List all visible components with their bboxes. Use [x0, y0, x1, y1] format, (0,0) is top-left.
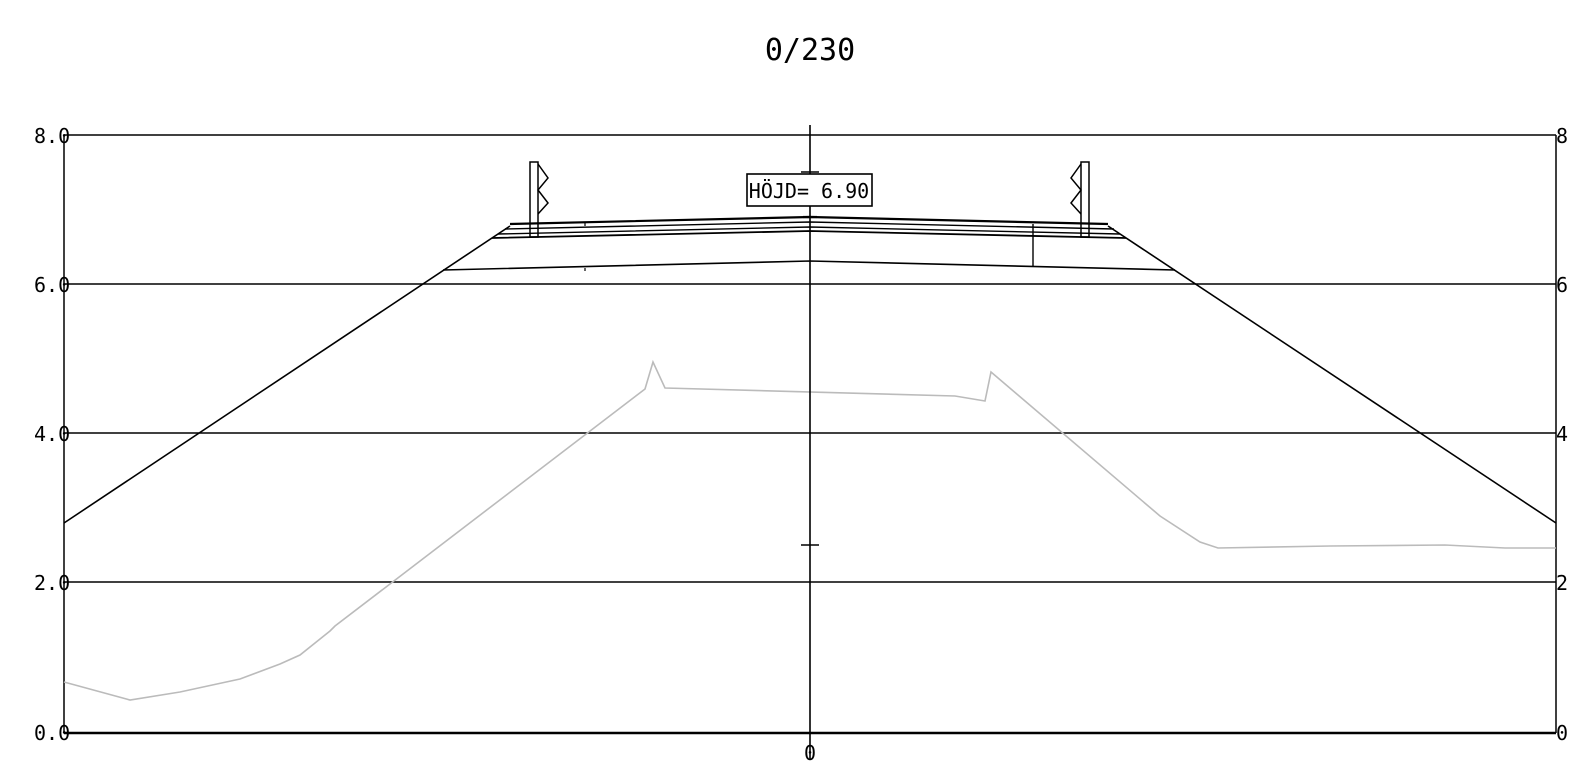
- track-layers: [442, 215, 1176, 271]
- right-label-6: 6: [1556, 273, 1568, 297]
- left-slope: [63, 225, 511, 524]
- height-annotation-box: [746, 173, 873, 207]
- centerline-label: 0: [804, 741, 816, 765]
- embankment-slopes: [63, 225, 1557, 524]
- left-label-4: 4.0: [34, 422, 70, 446]
- right-label-2: 2: [1556, 571, 1568, 595]
- existing-ground-line: [63, 359, 1556, 701]
- right-label-8: 8: [1556, 124, 1568, 148]
- left-axis-labels: 8.0 6.0 4.0 2.0 0.0: [34, 124, 70, 745]
- right-label-0: 0: [1556, 721, 1568, 745]
- left-label-8: 8.0: [34, 124, 70, 148]
- section-title: 0/230: [765, 33, 855, 68]
- right-label-4: 4: [1556, 422, 1568, 446]
- left-label-6: 6.0: [34, 273, 70, 297]
- left-label-0: 0.0: [34, 721, 70, 745]
- height-annotation: HÖJD= 6.90: [746, 173, 873, 207]
- signal-right-post: [1080, 161, 1090, 238]
- formation-level: [442, 260, 1176, 271]
- signal-left-head: [537, 163, 549, 215]
- railway-signal-icon: [1070, 161, 1090, 238]
- centerline: [801, 125, 819, 760]
- signal-left-post: [529, 161, 539, 238]
- right-slope: [1107, 225, 1557, 524]
- height-annotation-label: HÖJD= 6.90: [749, 179, 869, 203]
- right-axis-labels: 8 6 4 2 0: [1556, 124, 1568, 745]
- railway-signal-icon: [529, 161, 549, 238]
- left-label-2: 2.0: [34, 571, 70, 595]
- signal-right-head: [1070, 163, 1082, 215]
